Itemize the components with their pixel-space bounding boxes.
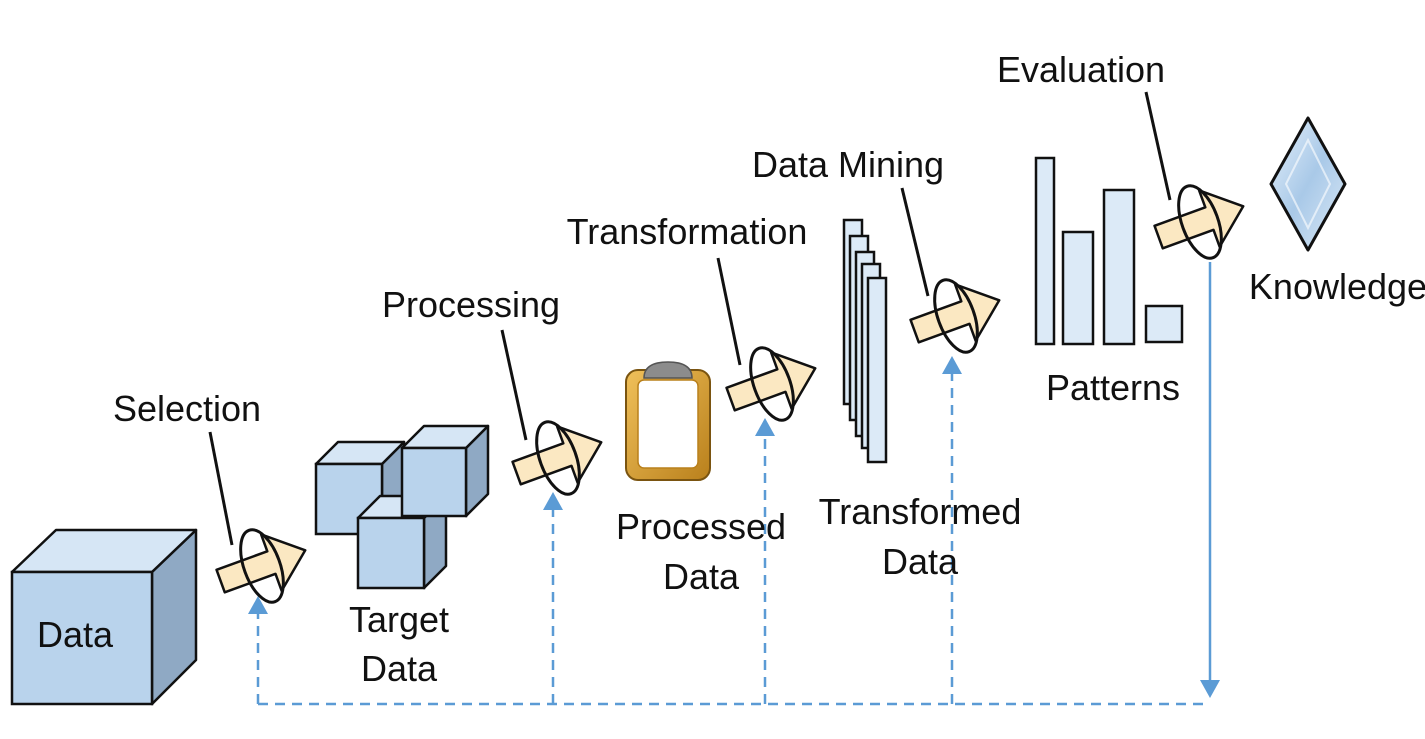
target-data-label-line1: Target	[349, 599, 449, 640]
selection-label: Selection	[113, 388, 261, 429]
feedback-arrowhead-down	[1200, 680, 1220, 698]
processed-data-label-line1: Processed	[616, 506, 786, 547]
processing-label: Processing	[382, 284, 560, 325]
evaluation-callout-line	[1144, 91, 1172, 201]
data-label: Data	[37, 614, 114, 655]
data-mining-label: Data Mining	[752, 144, 944, 185]
clipboard-icon	[625, 361, 711, 481]
transformed-data-label-line1: Transformed	[819, 491, 1022, 532]
transformation-label: Transformation	[567, 211, 808, 252]
data-mining-callout-line	[900, 187, 930, 297]
patterns-label: Patterns	[1046, 367, 1180, 408]
knowledge-label: Knowledge	[1249, 266, 1425, 307]
target-data-label-line2: Data	[361, 648, 438, 689]
target-data-cubes-icon	[314, 424, 490, 590]
feedback-loop	[248, 262, 1220, 706]
data-mining-arrow-icon	[900, 263, 1014, 369]
selection-callout-line	[208, 431, 234, 546]
feedback-arrowhead-transformation	[755, 418, 775, 436]
processed-data-label-line2: Data	[663, 556, 740, 597]
knowledge-diamond-icon	[1269, 116, 1347, 252]
transformed-data-label-line2: Data	[882, 541, 959, 582]
feedback-arrowhead-selection	[248, 596, 268, 614]
data-cube-icon	[10, 528, 198, 706]
feedback-arrowhead-processing	[543, 492, 563, 510]
evaluation-arrow-icon	[1144, 169, 1258, 275]
transformed-data-sheets-icon	[842, 218, 888, 464]
evaluation-label: Evaluation	[997, 49, 1165, 90]
patterns-bars-icon	[1034, 156, 1184, 346]
transformation-callout-line	[716, 257, 742, 366]
processing-arrow-icon	[502, 405, 616, 511]
transformation-arrow-icon	[716, 331, 830, 437]
selection-arrow-icon	[206, 513, 320, 619]
feedback-arrowhead-data-mining	[942, 356, 962, 374]
processing-callout-line	[500, 329, 528, 441]
